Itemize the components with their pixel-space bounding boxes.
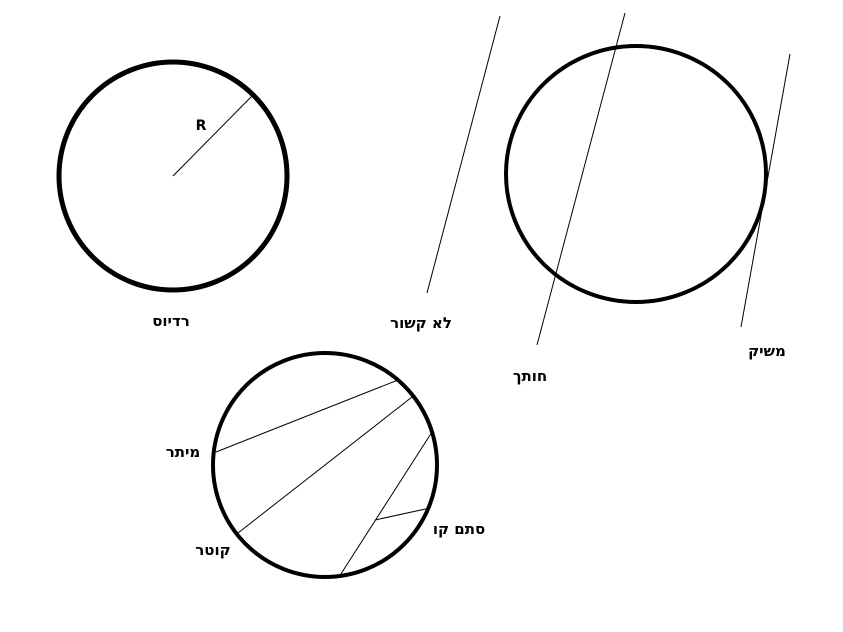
- not-connected-line: [426, 15, 501, 294]
- chord-line: [215, 379, 399, 453]
- arbitrary-line-long: [338, 431, 433, 578]
- radius-circle: [56, 59, 290, 293]
- not-connected-label: לא קשור: [390, 314, 452, 332]
- secant-line: [536, 12, 626, 346]
- radius-symbol-label: R: [196, 118, 207, 134]
- chord-label: מיתר: [166, 443, 201, 461]
- radius-label: רדיוס: [152, 312, 190, 330]
- secant-tangent-figure: חותך משיק: [504, 12, 791, 385]
- diameter-line: [237, 396, 413, 534]
- tangent-label: משיק: [748, 342, 786, 360]
- tangent-line: [740, 53, 791, 328]
- chord-diameter-figure: מיתר קוטר סתם קו: [166, 351, 485, 579]
- arbitrary-line-short: [374, 507, 431, 521]
- arbitrary-line-label: סתם קו: [433, 520, 485, 538]
- chord-diameter-circle: [211, 351, 439, 579]
- secant-tangent-circle: [504, 44, 768, 304]
- not-connected-figure: לא קשור: [390, 15, 501, 332]
- radius-figure: R רדיוס: [56, 59, 290, 330]
- secant-label: חותך: [513, 367, 547, 385]
- radius-line: [172, 95, 253, 177]
- diameter-label: קוטר: [195, 541, 230, 559]
